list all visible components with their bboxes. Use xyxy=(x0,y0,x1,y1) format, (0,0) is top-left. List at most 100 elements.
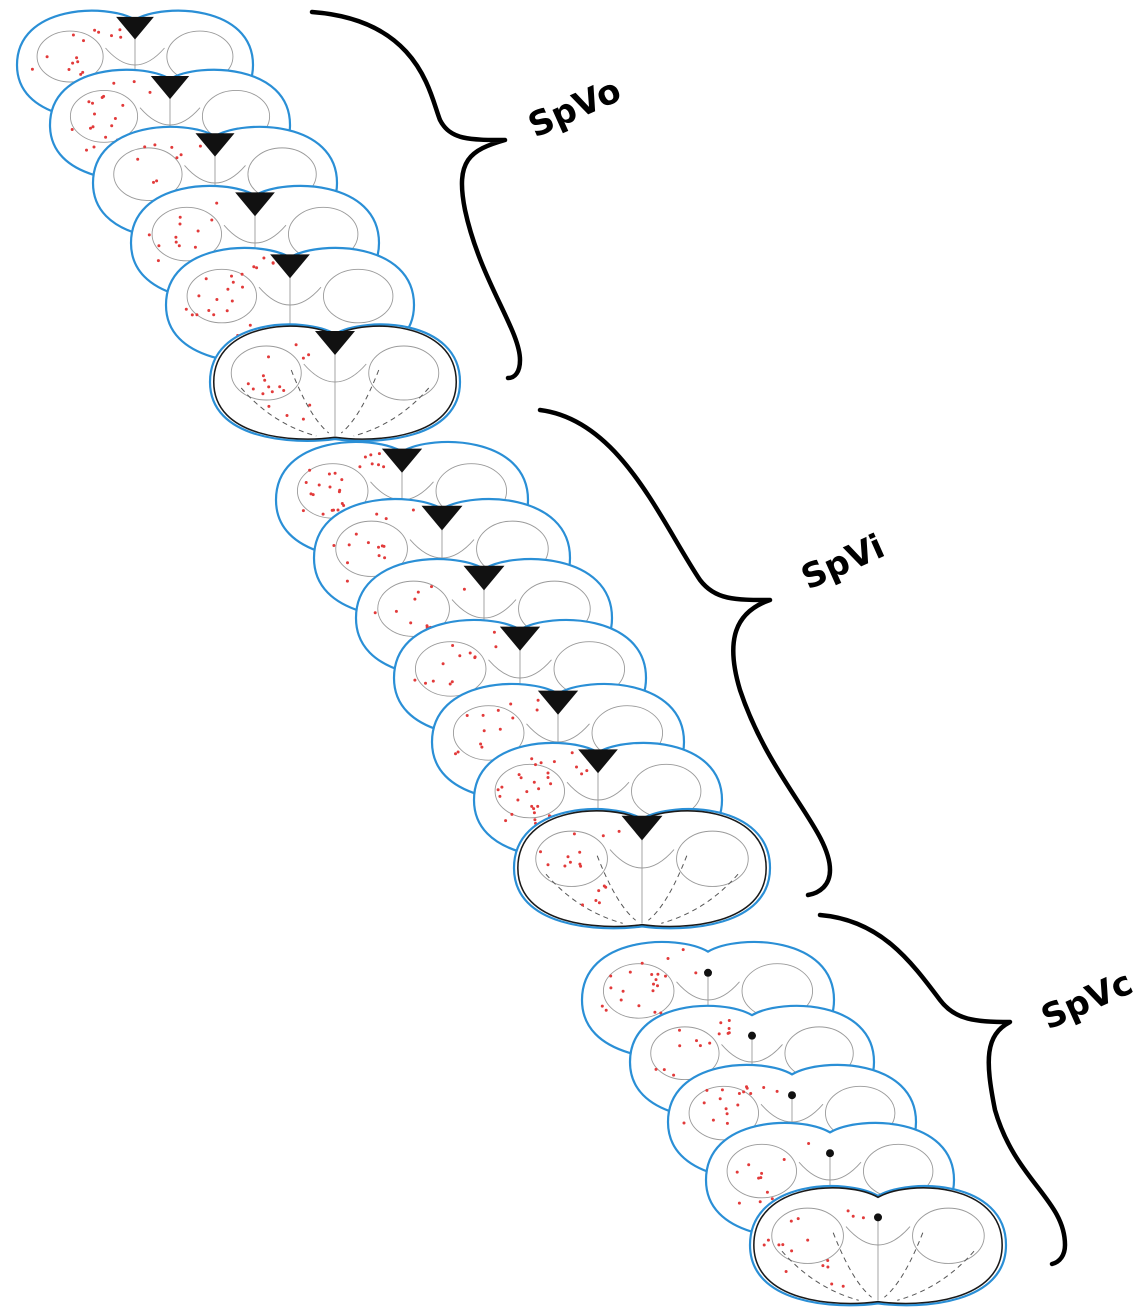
labeled-cell xyxy=(31,68,34,71)
labeled-cell xyxy=(826,1259,829,1262)
labeled-cell xyxy=(118,28,121,31)
central-canal xyxy=(874,1213,882,1221)
labeled-cell xyxy=(267,355,270,358)
labeled-cell xyxy=(569,861,572,864)
labeled-cell xyxy=(247,382,250,385)
labeled-cell xyxy=(104,136,107,139)
labeled-cell xyxy=(728,1031,731,1034)
labeled-cell xyxy=(194,246,197,249)
labeled-cell xyxy=(157,259,160,262)
labeled-cell xyxy=(537,699,540,702)
central-canal xyxy=(748,1032,756,1040)
labeled-cell xyxy=(797,1217,800,1220)
labeled-cell xyxy=(678,1044,681,1047)
labeled-cell xyxy=(197,230,200,233)
labeled-cell xyxy=(479,743,482,746)
labeled-cell xyxy=(712,1119,715,1122)
labeled-cell xyxy=(212,313,215,316)
labeled-cell xyxy=(536,805,539,808)
labeled-cell xyxy=(278,385,281,388)
labeled-cell xyxy=(226,288,229,291)
labeled-cell xyxy=(641,962,644,965)
labeled-cell xyxy=(308,404,311,407)
labeled-cell xyxy=(525,790,528,793)
labeled-cell xyxy=(364,456,367,459)
labeled-cell xyxy=(482,714,485,717)
labeled-cell xyxy=(719,1021,722,1024)
labeled-cell xyxy=(652,983,655,986)
labeled-cell xyxy=(197,294,200,297)
labeled-cell xyxy=(382,465,385,468)
labeled-cell xyxy=(81,71,84,74)
labeled-cell xyxy=(369,453,372,456)
labeled-cell xyxy=(578,851,581,854)
labeled-cell xyxy=(653,1011,656,1014)
labeled-cell xyxy=(656,984,659,987)
labeled-cell xyxy=(547,863,550,866)
labeled-cell xyxy=(736,1104,739,1107)
labeled-cell xyxy=(672,1074,675,1077)
labeled-cell xyxy=(682,948,685,951)
labeled-cell xyxy=(153,143,156,146)
labeled-cell xyxy=(667,957,670,960)
labeled-cell xyxy=(567,855,570,858)
labeled-cell xyxy=(652,989,655,992)
labeled-cell xyxy=(605,1009,608,1012)
labeled-cell xyxy=(308,469,311,472)
labeled-cell xyxy=(466,714,469,717)
labeled-cell xyxy=(862,1216,865,1219)
labeled-cell xyxy=(656,973,659,976)
labeled-cell xyxy=(87,100,90,103)
labeled-cell xyxy=(442,662,445,665)
labeled-cell xyxy=(516,799,519,802)
labeled-cell xyxy=(175,156,178,159)
labeled-cell xyxy=(180,153,183,156)
labeled-cell xyxy=(821,1264,824,1267)
labeled-cell xyxy=(718,1032,721,1035)
labeled-cell xyxy=(307,353,310,356)
section-stack xyxy=(17,11,1006,1306)
labeled-cell xyxy=(738,1092,741,1095)
labeled-cell xyxy=(620,999,623,1002)
labeled-cell xyxy=(725,1107,728,1110)
labeled-cell xyxy=(342,504,345,507)
labeled-cell xyxy=(136,158,139,161)
labeled-cell xyxy=(302,509,305,512)
labeled-cell xyxy=(241,273,244,276)
labeled-cell xyxy=(597,889,600,892)
labeled-cell xyxy=(807,1142,810,1145)
labeled-cell xyxy=(500,786,503,789)
labeled-cell xyxy=(585,769,588,772)
labeled-cell xyxy=(272,261,275,264)
labeled-cell xyxy=(312,493,315,496)
labeled-cell xyxy=(664,975,667,978)
labeled-cell xyxy=(493,631,496,634)
labeled-cell xyxy=(371,462,374,465)
labeled-cell xyxy=(571,751,574,754)
labeled-cell xyxy=(332,544,335,547)
labeled-cell xyxy=(417,591,420,594)
label-spvo: SpVo xyxy=(522,70,627,146)
labeled-cell xyxy=(185,308,188,311)
labeled-cell xyxy=(110,34,113,37)
labeled-cell xyxy=(776,1090,779,1093)
labeled-cell xyxy=(302,357,305,360)
labeled-cell xyxy=(655,978,658,981)
labeled-cell xyxy=(533,781,536,784)
labeled-cell xyxy=(92,125,95,128)
labeled-cell xyxy=(498,795,501,798)
labeled-cell xyxy=(93,113,96,116)
labeled-cell xyxy=(451,680,454,683)
labeled-cell xyxy=(547,772,550,775)
labeled-cell xyxy=(598,901,601,904)
labeled-cell xyxy=(133,80,136,83)
labeled-cell xyxy=(152,181,155,184)
labeled-cell xyxy=(721,1088,724,1091)
labeled-cell xyxy=(509,703,512,706)
labeled-cell xyxy=(302,418,305,421)
labeled-cell xyxy=(93,29,96,32)
section-spvo-6 xyxy=(210,324,460,440)
labeled-cell xyxy=(537,787,540,790)
labeled-cell xyxy=(215,202,218,205)
label-spvc: SpVc xyxy=(1035,963,1138,1038)
